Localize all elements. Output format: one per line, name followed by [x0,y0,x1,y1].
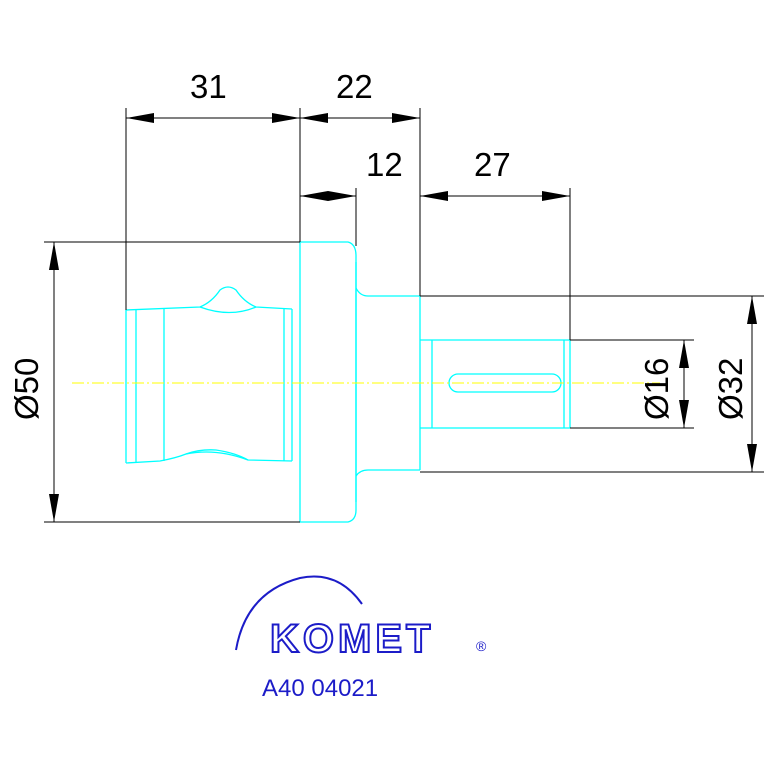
neck [355,287,421,477]
dimension-dia16 [570,339,694,429]
coupling-body [125,286,293,464]
dimension-lines [44,108,764,523]
dimension-27 [420,191,570,201]
label-dia32: Ø32 [712,358,749,420]
label-12: 12 [366,146,403,183]
dimension-12 [300,191,356,201]
label-dia50: Ø50 [8,358,45,420]
label-22: 22 [336,68,373,105]
dimension-22 [300,113,420,123]
dimension-dia32 [420,295,764,473]
label-27: 27 [474,146,511,183]
logo-registered-mark: ® [476,638,487,654]
logo-arc [235,575,363,651]
komet-logo: KOMET ® [235,575,487,662]
part-code: A40 04021 [262,675,378,702]
dimension-dia50 [44,241,300,523]
shaft [420,339,571,429]
dimension-labels: 31 22 12 27 Ø50 Ø16 Ø32 [8,68,749,420]
part-outline [125,241,571,523]
label-dia16: Ø16 [638,358,675,420]
flange [299,241,357,523]
logo-brand-text: KOMET [270,617,434,661]
keyway-slot [448,373,562,393]
dimension-31 [126,113,300,123]
label-31: 31 [190,68,227,105]
